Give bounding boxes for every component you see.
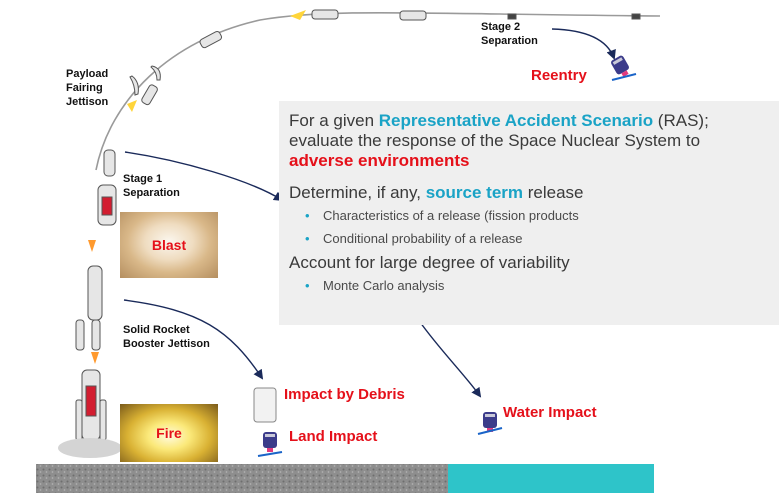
arrow-panel [419, 321, 482, 398]
ras-term: Representative Accident Scenario [378, 111, 654, 130]
land-impact-label: Land Impact [289, 428, 378, 445]
launch-smoke [58, 438, 122, 458]
flame-marks [127, 10, 306, 112]
ras-paragraph: For a given Representative Accident Scen… [289, 111, 709, 170]
upper-stage-segments [141, 9, 641, 106]
land-impact-pod [263, 432, 277, 452]
source-term-bullets: •Characteristics of a release (fission p… [289, 207, 769, 247]
variability-bullets: •Monte Carlo analysis [289, 277, 769, 294]
bullet-item: •Conditional probability of a release [305, 231, 523, 246]
source-term-paragraph: Determine, if any, source term release [289, 183, 584, 202]
reentry-label: Reentry [531, 67, 587, 84]
arrow-stage2 [551, 28, 616, 60]
water-impact-label: Water Impact [503, 404, 597, 421]
arrow-stage1 [124, 151, 284, 202]
stage2-label: Stage 2 Separation [481, 21, 538, 47]
arrow-srb [123, 299, 264, 380]
payload-fairing-label: Payload Fairing Jettison [66, 68, 109, 108]
blast-label: Blast [151, 237, 187, 253]
stage1-label: Stage 1 Separation [123, 173, 180, 199]
bullet-item: •Characteristics of a release (fission p… [305, 208, 579, 223]
water-strip [448, 464, 654, 493]
exhaust-plumes [88, 240, 99, 364]
bullet-item: •Monte Carlo analysis [305, 278, 445, 293]
variability-paragraph: Account for large degree of variability [289, 253, 570, 272]
launch-vehicle [75, 149, 117, 441]
fire-image: Fire [120, 404, 218, 462]
trajectory-path [95, 11, 661, 171]
blast-image: Blast [120, 212, 218, 278]
impact-debris-label: Impact by Debris [284, 386, 405, 403]
srb-label: Solid Rocket Booster Jettison [123, 324, 210, 350]
debris-shell [253, 387, 277, 423]
adverse-environments-term: adverse environments [289, 151, 470, 170]
analysis-panel: For a given Representative Accident Scen… [279, 101, 779, 325]
fairing-halves [129, 65, 161, 96]
fire-label: Fire [156, 425, 182, 441]
ground-strip [36, 464, 448, 493]
source-term: source term [425, 183, 524, 202]
